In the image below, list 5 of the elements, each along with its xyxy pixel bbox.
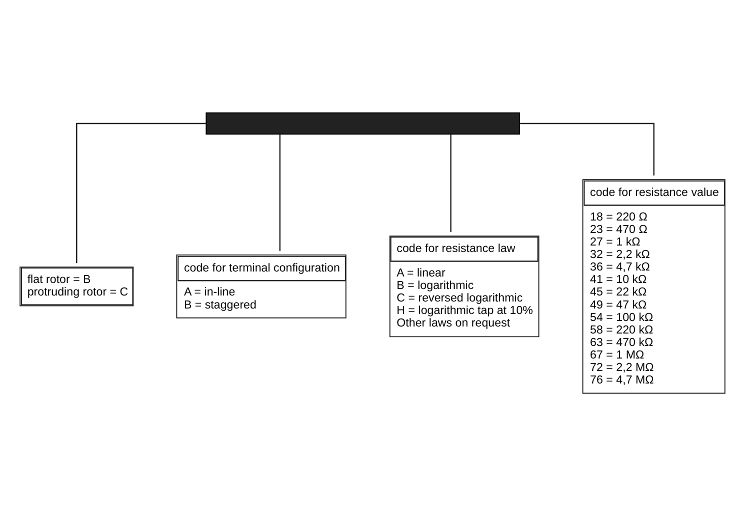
connector bbox=[520, 122, 654, 175]
connector bbox=[450, 134, 452, 232]
connector bbox=[76, 122, 206, 263]
node-bar bbox=[206, 112, 520, 134]
connector bbox=[279, 134, 281, 250]
